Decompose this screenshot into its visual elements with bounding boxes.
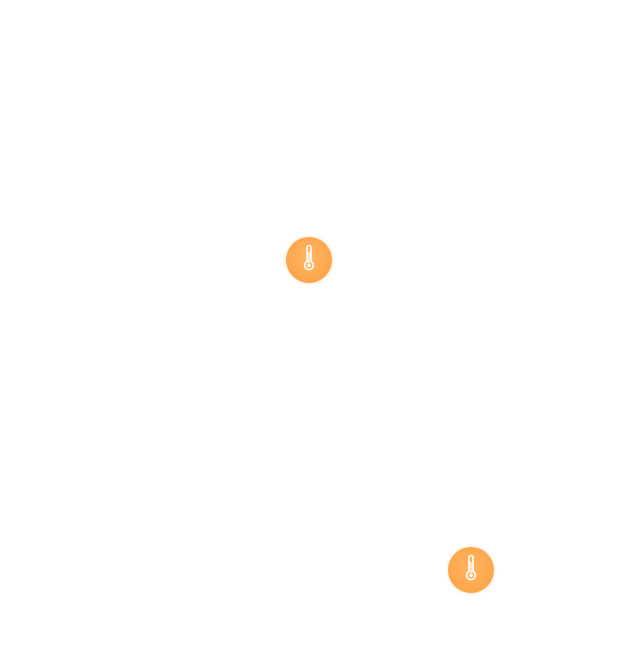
thermometer-icon xyxy=(294,243,324,278)
temperature-marker[interactable] xyxy=(448,547,494,593)
thermometer-icon xyxy=(456,553,486,588)
temperature-marker[interactable] xyxy=(286,237,332,283)
